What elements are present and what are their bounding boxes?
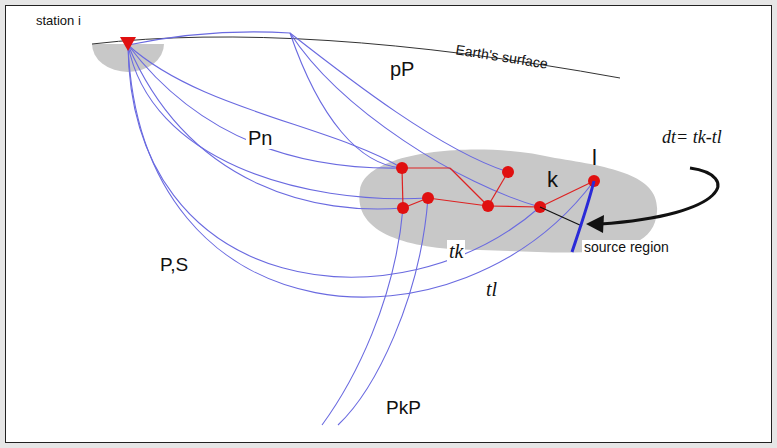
label: Pn [246, 127, 274, 149]
label: l [590, 146, 599, 170]
dt-arrow [600, 168, 718, 224]
label: P,S [158, 255, 190, 276]
label: source region [582, 240, 671, 255]
label: pP [388, 58, 416, 80]
ray-paths [128, 32, 594, 425]
label: k [545, 168, 560, 192]
event-links [402, 168, 594, 208]
label: PkP [384, 398, 423, 419]
leader-line [540, 207, 582, 226]
earth-surface [92, 37, 620, 78]
source-region [359, 149, 657, 252]
event-dots [396, 162, 600, 214]
arrowhead [586, 215, 604, 233]
label: station i [34, 14, 83, 28]
label: tk [447, 240, 465, 262]
station-symbol [120, 37, 136, 51]
label: tl [484, 278, 499, 300]
label: dt= tk-tl [660, 128, 724, 148]
